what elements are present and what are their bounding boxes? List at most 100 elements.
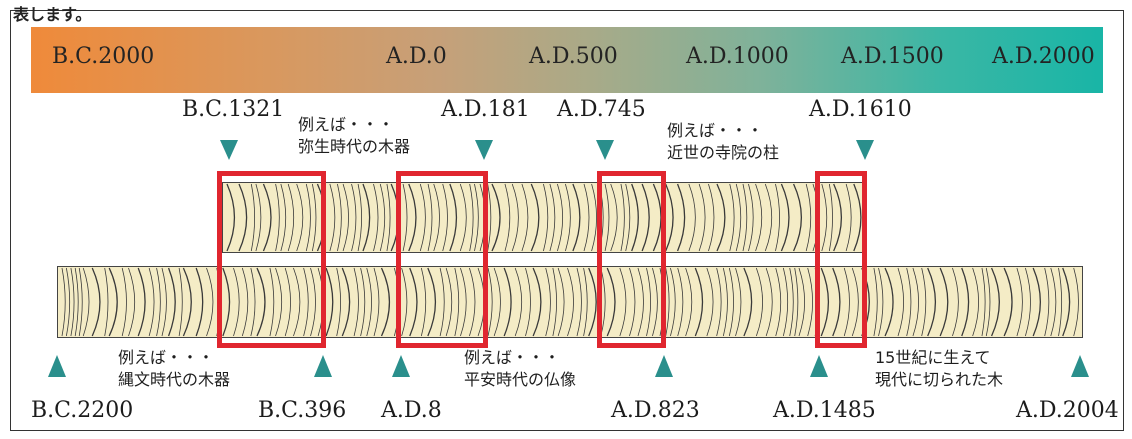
tree-ring [706, 267, 714, 337]
tree-ring [74, 267, 79, 337]
tree-ring [386, 183, 391, 252]
tree-ring [851, 267, 859, 337]
tree-ring [380, 267, 390, 337]
tree-ring [337, 183, 342, 252]
upper-year-b: A.D.745 [557, 97, 646, 122]
tree-ring [61, 267, 66, 337]
note-line: 例えば・・・ [118, 348, 215, 367]
tree-ring [280, 183, 287, 252]
tree-ring [676, 183, 686, 252]
tree-ring [557, 183, 563, 252]
band-label-ad1500: A.D.1500 [841, 44, 944, 69]
tree-ring [557, 267, 565, 337]
tree-ring [583, 183, 590, 252]
tree-ring [433, 183, 440, 252]
marker-down-icon [856, 140, 874, 160]
tree-ring [646, 267, 651, 337]
lower-year-b: A.D.8 [381, 398, 442, 423]
tree-ring [287, 183, 295, 252]
tree-ring [439, 267, 445, 337]
tree-ring [167, 267, 176, 337]
tree-ring [637, 267, 644, 337]
tree-ring [1058, 267, 1063, 337]
tree-ring [545, 267, 551, 337]
timeline-band [31, 27, 1103, 93]
tree-ring [360, 267, 366, 337]
tree-ring [735, 183, 742, 252]
tree-ring [469, 267, 476, 337]
tree-ring [698, 183, 706, 252]
tree-ring [78, 267, 83, 337]
tree-ring [233, 267, 240, 337]
tree-ring [677, 267, 684, 337]
lower-year-a: B.C.396 [258, 398, 347, 423]
marker-down-icon [220, 140, 238, 160]
tree-ring [91, 267, 101, 337]
lower-year-c: A.D.823 [611, 398, 700, 423]
tree-ring [884, 267, 894, 337]
tree-ring [275, 183, 280, 252]
tree-rings [61, 267, 1079, 337]
tree-ring [565, 183, 571, 252]
tree-ring [685, 267, 693, 337]
tree-ring [652, 267, 658, 337]
tree-ring [262, 183, 272, 252]
tree-ring [897, 267, 904, 337]
note-line: 弥生時代の木器 [298, 137, 411, 156]
lower-log [57, 266, 1083, 338]
tree-ring [442, 183, 448, 252]
tree-ring [241, 267, 249, 337]
tree-ring [755, 267, 763, 337]
tree-ring [591, 183, 597, 252]
tree-ring [161, 267, 167, 337]
tree-ring [325, 267, 334, 337]
tree-ring [269, 267, 275, 337]
note-heian: 例えば・・・ 平安時代の仏像 [464, 347, 576, 391]
tree-ring [1016, 267, 1023, 337]
band-label-ad2000: A.D.2000 [992, 44, 1095, 69]
tree-ring [832, 267, 841, 337]
tree-ring [600, 267, 606, 337]
tree-ring [504, 183, 511, 252]
tree-ring [708, 183, 715, 252]
tree-ring [521, 183, 529, 252]
tree-ring [121, 267, 127, 337]
note-yayoi: 例えば・・・ 弥生時代の木器 [298, 114, 410, 158]
marker-up-icon [392, 355, 410, 377]
tree-ring [250, 267, 256, 337]
tree-ring [336, 267, 341, 337]
tree-ring [460, 267, 467, 337]
tree-ring [178, 267, 183, 337]
tree-ring [782, 267, 789, 337]
upper-year-end: A.D.1610 [809, 97, 912, 122]
marker-down-icon [596, 140, 614, 160]
tree-ring [82, 267, 90, 337]
tree-ring [729, 183, 735, 252]
tree-ring [604, 183, 610, 252]
tree-ring [108, 267, 118, 337]
tree-ring [238, 183, 248, 252]
tree-ring [379, 183, 386, 252]
tree-ring [1062, 267, 1071, 337]
tree-ring [1050, 267, 1057, 337]
tree-ring [828, 183, 833, 252]
marker-down-icon [475, 140, 493, 160]
lower-year-d: A.D.1485 [773, 398, 876, 423]
tree-ring [583, 267, 588, 337]
tree-ring [511, 183, 519, 252]
overlap-box-1 [217, 171, 326, 348]
tree-ring [459, 183, 467, 252]
tree-ring [530, 183, 540, 252]
tree-ring [362, 183, 371, 252]
tree-ring [275, 267, 283, 337]
tree-ring [427, 267, 436, 337]
overlap-box-4 [815, 171, 867, 348]
overlap-box-3 [597, 171, 666, 348]
tree-ring [487, 183, 492, 252]
tree-ring [353, 267, 359, 337]
tree-ring [401, 267, 408, 337]
tree-ring [807, 267, 813, 337]
tree-ring [780, 183, 790, 252]
note-line: 近世の寺院の柱 [667, 143, 780, 162]
